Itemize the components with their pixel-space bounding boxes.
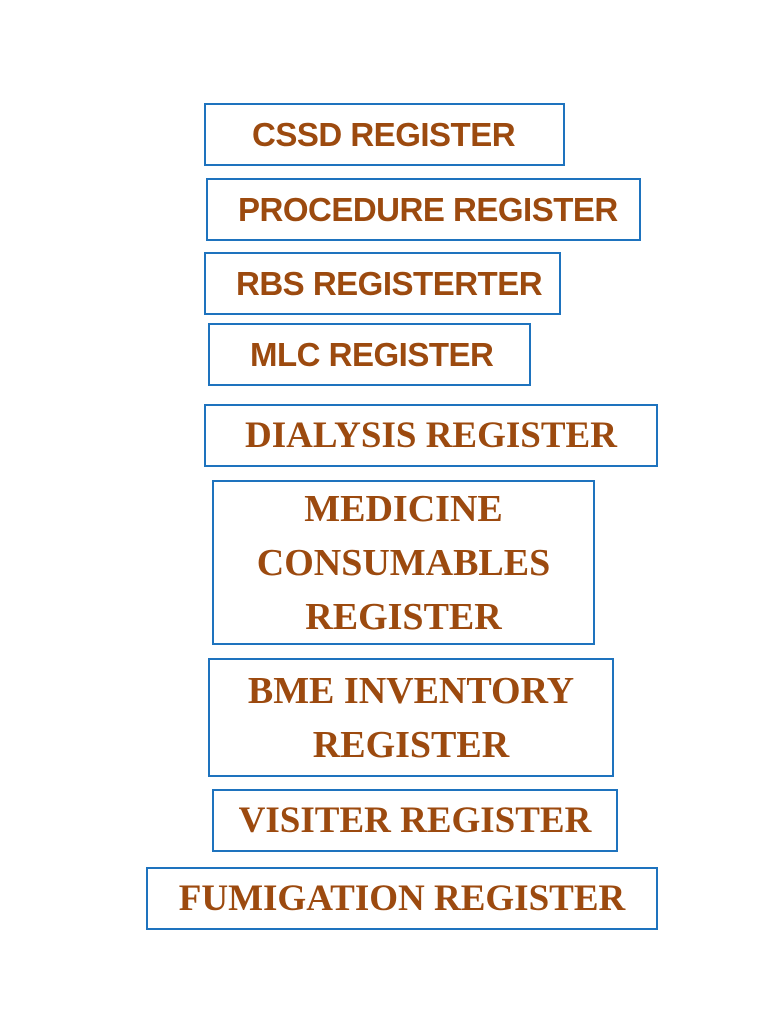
mlc-register-label: MLC REGISTER (250, 335, 494, 373)
cssd-register-box: CSSD REGISTER (204, 103, 565, 166)
rbs-register-label: RBS REGISTERTER (236, 264, 543, 302)
medicine-consumables-line-2: CONSUMABLES (256, 541, 551, 584)
bme-inventory-line-2: REGISTER (312, 723, 510, 766)
cssd-register-label: CSSD REGISTER (252, 115, 516, 153)
bme-inventory-register-box: BME INVENTORY REGISTER (208, 658, 614, 777)
medicine-consumables-register-label: MEDICINE CONSUMABLES REGISTER (257, 482, 551, 644)
medicine-consumables-line-3: REGISTER (305, 595, 502, 638)
mlc-register-box: MLC REGISTER (208, 323, 531, 386)
medicine-consumables-line-1: MEDICINE (304, 487, 503, 530)
rbs-register-box: RBS REGISTERTER (204, 252, 561, 315)
medicine-consumables-register-box: MEDICINE CONSUMABLES REGISTER (212, 480, 595, 645)
dialysis-register-box: DIALYSIS REGISTER (204, 404, 658, 467)
procedure-register-box: PROCEDURE REGISTER (206, 178, 641, 241)
procedure-register-label: PROCEDURE REGISTER (238, 190, 618, 228)
bme-inventory-register-label: BME INVENTORY REGISTER (248, 664, 574, 772)
visiter-register-label: VISITER REGISTER (238, 800, 592, 841)
dialysis-register-label: DIALYSIS REGISTER (245, 415, 617, 456)
fumigation-register-box: FUMIGATION REGISTER (146, 867, 658, 930)
visiter-register-box: VISITER REGISTER (212, 789, 618, 852)
bme-inventory-line-1: BME INVENTORY (247, 669, 575, 712)
fumigation-register-label: FUMIGATION REGISTER (178, 878, 626, 919)
